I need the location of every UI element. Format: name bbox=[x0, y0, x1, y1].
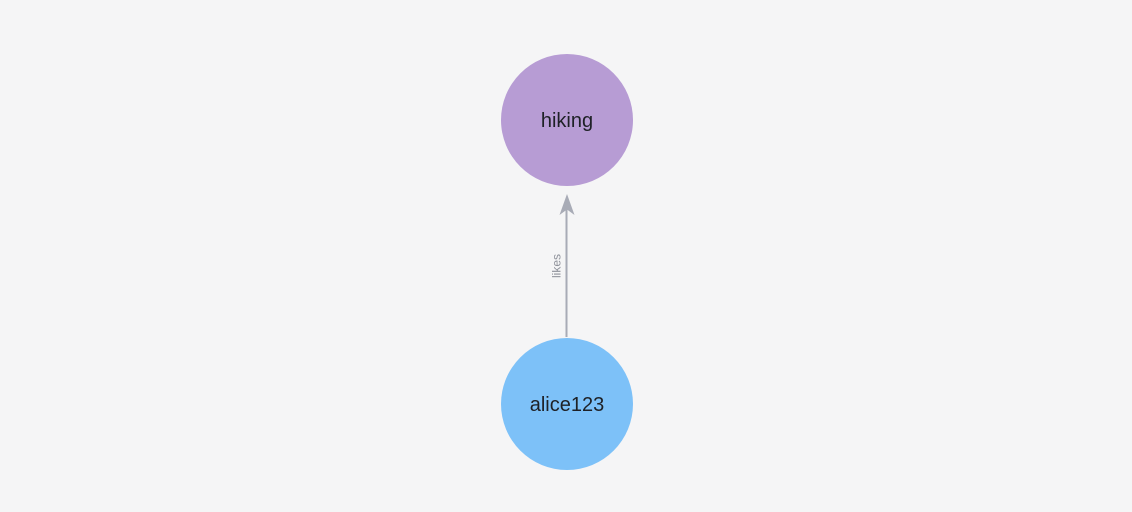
node-hiking-circle[interactable] bbox=[501, 54, 633, 186]
node-hiking[interactable]: hiking bbox=[501, 54, 633, 186]
arrowhead-icon bbox=[559, 194, 575, 215]
edge-alice123-likes-hiking: likes bbox=[550, 194, 575, 337]
node-alice123-circle[interactable] bbox=[501, 338, 633, 470]
node-hiking-label: hiking bbox=[541, 110, 593, 132]
node-alice123[interactable]: alice123 bbox=[501, 338, 633, 470]
node-alice123-label: alice123 bbox=[530, 394, 605, 416]
edge-label-likes: likes bbox=[550, 254, 564, 278]
